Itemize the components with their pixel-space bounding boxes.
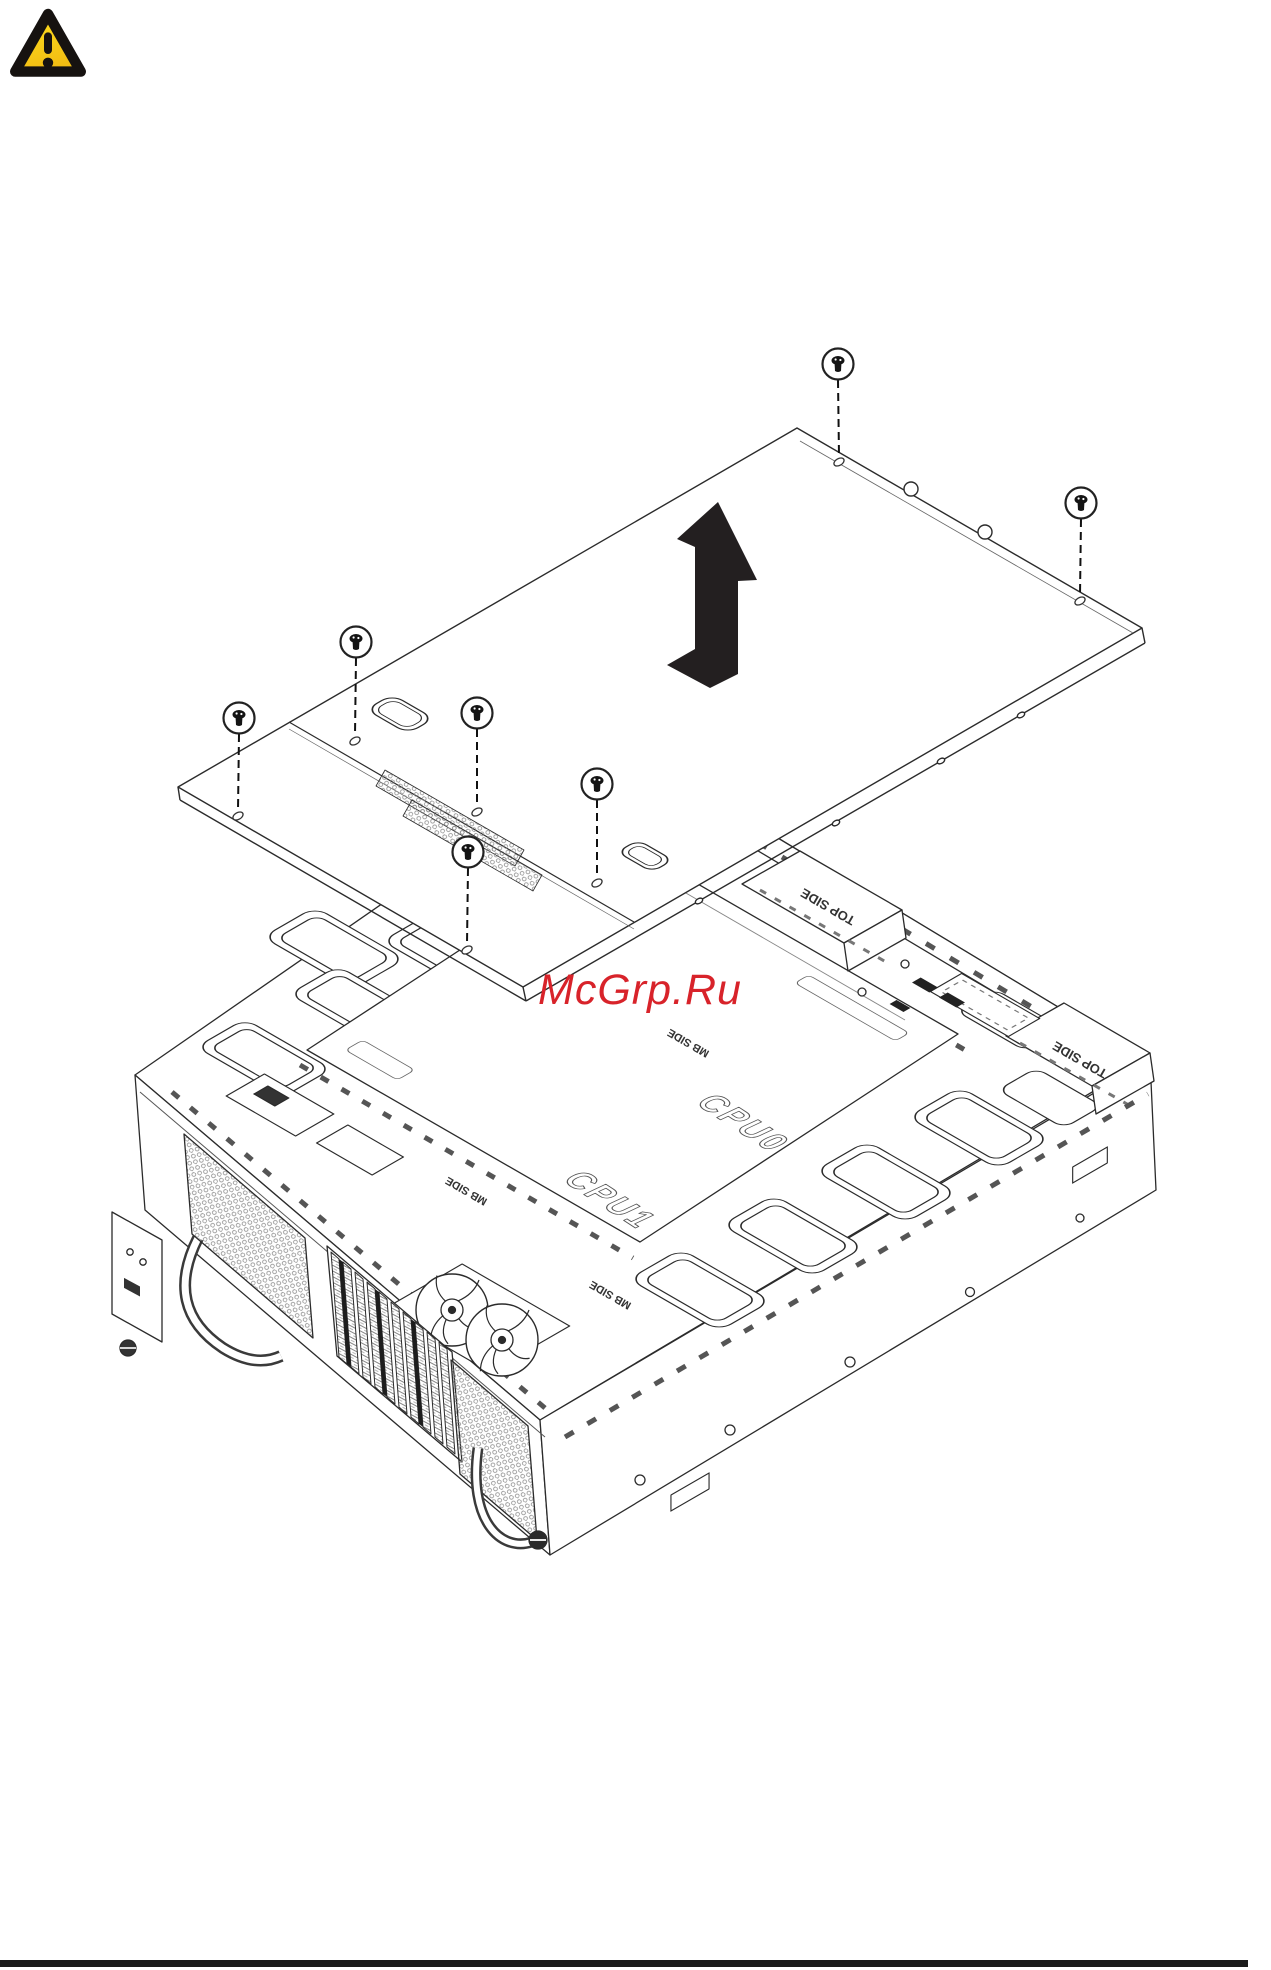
- drive-bay: [326, 1245, 463, 1463]
- rear-bracket-right: [1005, 1002, 1155, 1115]
- screw-icon: [1064, 486, 1098, 520]
- screw-icon: [580, 767, 614, 801]
- watermark: McGrp.Ru: [538, 966, 742, 1014]
- top-cover-group: [177, 427, 1146, 1002]
- screw-icon: [339, 625, 373, 659]
- cover-handle-cutout: [371, 697, 429, 731]
- lift-arrow-icon: [667, 502, 757, 688]
- front-handle-right: [470, 1447, 534, 1550]
- cover-handle-cutout: [621, 842, 669, 870]
- front-handle-left: [179, 1235, 284, 1367]
- chassis-right-face: [539, 1059, 1157, 1556]
- exclamation-dot: [42, 57, 54, 68]
- deck-slot-rails: [170, 861, 967, 1410]
- rear-riser-assembly: [857, 959, 1041, 1037]
- screw-icon: [821, 347, 855, 381]
- exclamation-bar: [44, 32, 52, 54]
- front-mesh-panel-left: [183, 1133, 314, 1339]
- top-cover-panel: [177, 427, 1143, 988]
- fan-icon: [465, 1303, 539, 1377]
- right-face-details: [563, 1091, 1150, 1512]
- rear-bracket-left: [741, 850, 907, 972]
- screw-icon: [222, 701, 256, 735]
- footer-divider: [0, 1960, 1248, 1967]
- screw-icon: [451, 835, 485, 869]
- screw-icon: [460, 696, 494, 730]
- warning-icon: [10, 8, 86, 77]
- front-thumbscrew: [528, 1530, 548, 1550]
- front-ear: [111, 1211, 163, 1357]
- cover-edge-holes: [694, 711, 1026, 905]
